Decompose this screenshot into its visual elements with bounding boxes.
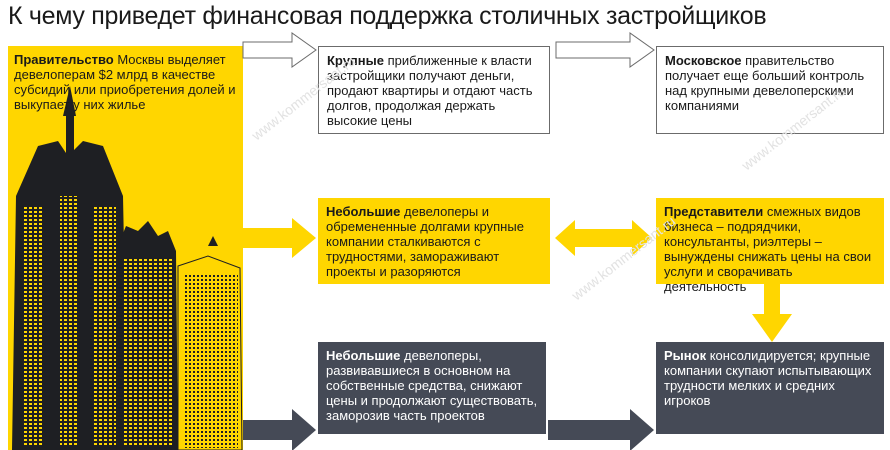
big-developers-body: приближенные к власти застройщики получа…	[327, 53, 533, 128]
page-title: К чему приведет финансовая поддержка сто…	[8, 2, 767, 30]
small-selffunded-body: девелоперы, развивавшиеся в основном на …	[326, 348, 538, 423]
related-businesses-bold: Представители	[664, 204, 764, 219]
arrow-double-small-debt-reps	[555, 220, 652, 256]
arrow-reps-to-market	[752, 280, 792, 342]
small-selffunded-bold: Небольшие	[326, 348, 401, 363]
moscow-government-bold: Московское	[665, 53, 742, 68]
related-businesses-body: смежных видов бизнеса – подрядчики, конс…	[664, 204, 872, 294]
government-body: Москвы выделяет девелоперам $2 млрд в ка…	[14, 52, 236, 112]
big-developers-bold: Крупные	[327, 53, 384, 68]
market-consolidation-body: консолидируется; крупные компании скупаю…	[664, 348, 872, 408]
market-consolidation-box: Рынок консолидируется; крупные компании …	[656, 342, 884, 434]
market-consolidation-bold: Рынок	[664, 348, 707, 363]
small-selffunded-box: Небольшие девелоперы, развивавшиеся в ос…	[318, 342, 546, 434]
small-indebted-box: Небольшие девелоперы и обремененные долг…	[318, 198, 550, 284]
arrow-gov-to-small-debt	[243, 218, 316, 258]
big-developers-box: Крупные приближенные к власти застройщик…	[318, 46, 550, 134]
government-text: Правительство Москвы выделяет девелопера…	[14, 52, 239, 112]
government-bold: Правительство	[14, 52, 114, 67]
small-indebted-body: девелоперы и обремененные долгами крупны…	[326, 204, 524, 279]
arrow-small-own-to-market	[548, 409, 654, 450]
small-indebted-bold: Небольшие	[326, 204, 401, 219]
arrow-big-to-moscow	[555, 32, 655, 68]
arrow-gov-to-big	[242, 32, 317, 68]
moscow-government-box: Московское правительство получает еще бо…	[656, 46, 884, 134]
moscow-government-body: правительство получает еще больший контр…	[665, 53, 865, 113]
related-businesses-box: Представители смежных видов бизнеса – по…	[656, 198, 884, 294]
arrow-gov-to-small-own	[243, 409, 316, 450]
government-box: Правительство Москвы выделяет девелопера…	[8, 46, 243, 450]
skyscraper-illustration	[12, 86, 243, 450]
